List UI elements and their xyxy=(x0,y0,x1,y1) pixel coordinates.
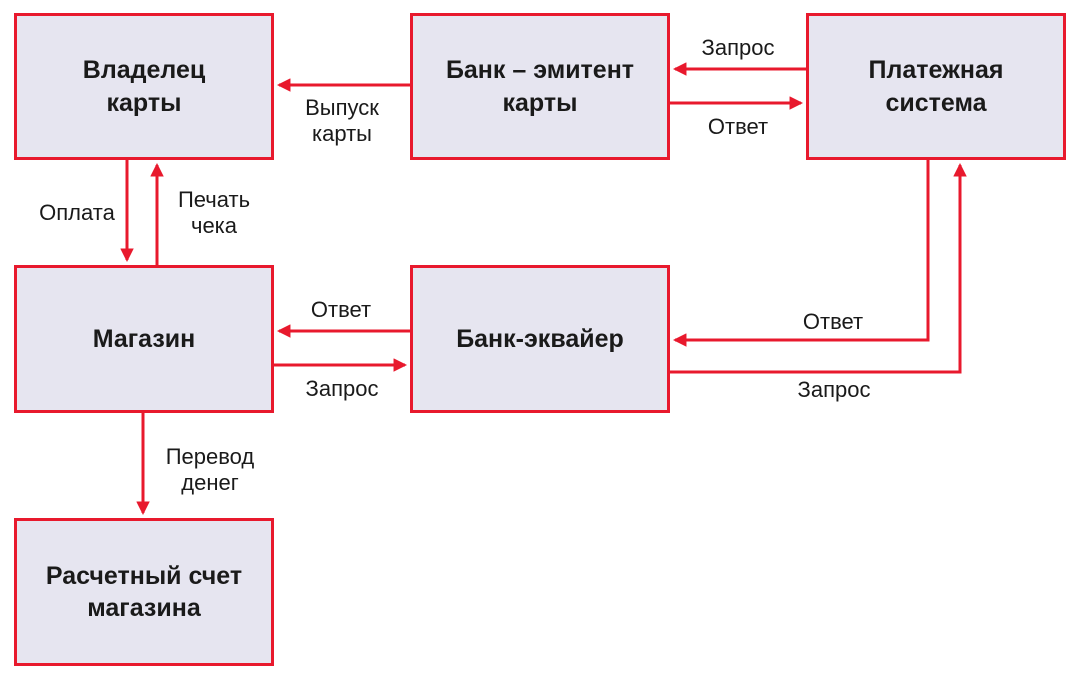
node-store: Магазин xyxy=(14,265,274,413)
node-label: Платежная система xyxy=(868,56,1004,117)
edge-label-request-top: Запрос xyxy=(701,35,775,61)
node-issuing-bank: Банк – эмитент карты xyxy=(410,13,670,160)
edge-label-receipt-print: Печать чека xyxy=(177,187,251,238)
edge-label-response-top: Ответ xyxy=(707,114,769,140)
node-acquiring-bank: Банк-эквайер xyxy=(410,265,670,413)
node-label: Расчетный счет магазина xyxy=(45,561,243,623)
node-label: Банк – эмитент карты xyxy=(445,56,635,117)
edge-label-response-right: Ответ xyxy=(802,309,864,335)
edge-label-payment: Оплата xyxy=(39,200,115,226)
node-store-account: Расчетный счет магазина xyxy=(14,518,274,666)
node-card-owner: Владелец карты xyxy=(14,13,274,160)
node-label: Магазин xyxy=(92,324,196,353)
edge-label-card-issue: Выпуск карты xyxy=(305,95,379,146)
edge-label-response-mid: Ответ xyxy=(310,297,372,323)
node-label: Владелец карты xyxy=(82,56,206,117)
node-payment-system: Платежная система xyxy=(806,13,1066,160)
node-label: Банк-эквайер xyxy=(456,324,624,353)
edge-label-request-mid: Запрос xyxy=(305,376,379,402)
edge-label-request-right: Запрос xyxy=(797,377,871,403)
edge-label-money-transfer: Перевод денег xyxy=(165,444,255,495)
arrow-request-acquirer-to-ps xyxy=(670,162,967,374)
arrow-response-ps-to-acquirer xyxy=(672,160,930,347)
